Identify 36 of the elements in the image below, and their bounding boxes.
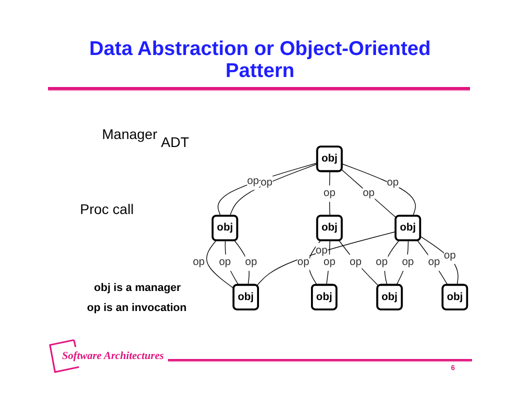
connector bbox=[224, 240, 240, 286]
edge-label: op bbox=[247, 174, 259, 188]
label-text: ADT bbox=[161, 134, 189, 150]
edge-label: op bbox=[297, 256, 310, 268]
connector bbox=[338, 240, 380, 286]
connector bbox=[206, 240, 234, 289]
edge-label: op bbox=[376, 256, 388, 268]
connector bbox=[341, 169, 397, 218]
edge-label: op bbox=[428, 256, 440, 268]
connector bbox=[308, 240, 321, 286]
connector bbox=[256, 231, 396, 286]
footer-text: Software Architectures bbox=[62, 350, 164, 362]
edge-label: op bbox=[324, 186, 336, 199]
edge-label: op bbox=[362, 186, 375, 199]
connector bbox=[329, 171, 330, 216]
edge-label: op bbox=[402, 256, 414, 268]
note-text: op is an invocation bbox=[87, 302, 187, 314]
edge-label: op bbox=[192, 256, 205, 268]
label-text: Proc call bbox=[80, 201, 134, 217]
label-text: Manager bbox=[102, 126, 158, 142]
slide-title: Data Abstraction or Object-Oriented Pattern bbox=[88, 38, 432, 82]
connector bbox=[342, 164, 416, 216]
connector bbox=[384, 240, 400, 286]
edge-label: op bbox=[386, 176, 399, 188]
edge-label: op bbox=[316, 244, 328, 256]
edge-label: op bbox=[324, 256, 336, 268]
note-text: obj is a manager bbox=[94, 282, 181, 294]
edge-label: op bbox=[245, 256, 258, 268]
edge-label: op bbox=[444, 249, 456, 262]
edge-label: op bbox=[350, 256, 362, 268]
connector bbox=[420, 236, 458, 286]
edge-label: op bbox=[260, 176, 272, 188]
connector bbox=[234, 240, 250, 286]
connector bbox=[326, 240, 330, 286]
connector bbox=[417, 240, 448, 286]
edge-label: op bbox=[218, 256, 231, 268]
